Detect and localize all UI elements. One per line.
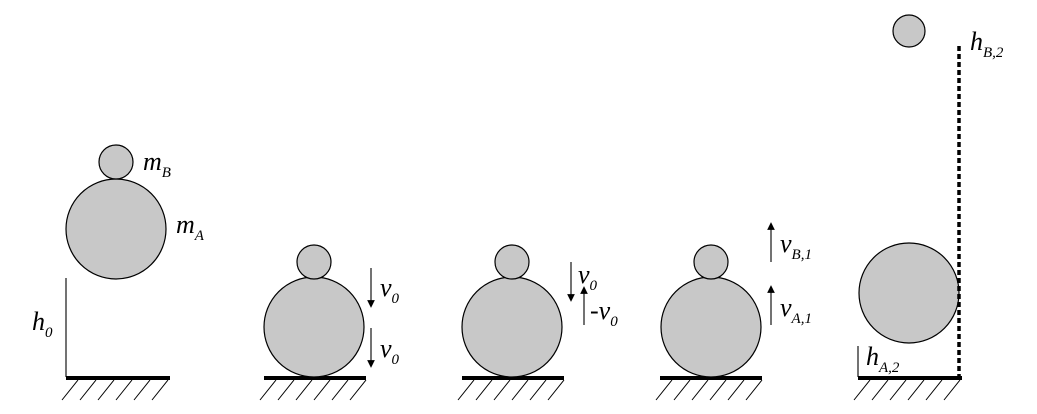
ball-b-5 <box>892 14 926 48</box>
label-va1-4: vA,1 <box>780 293 812 327</box>
ball-a-4 <box>660 276 762 378</box>
label-h0: h0 <box>32 307 53 341</box>
ground-hatch-5 <box>853 379 961 401</box>
ball-a-5 <box>858 242 960 344</box>
label-v0-3: v0 <box>578 260 598 294</box>
label-v0-top-2: v0 <box>380 273 400 307</box>
panel-post-collision: vB,1 vA,1 <box>655 222 812 401</box>
label-minus-v0-3: -v0 <box>590 296 618 330</box>
ground-hatch-1 <box>61 379 169 401</box>
label-v0-bottom-2: v0 <box>380 334 400 368</box>
label-m-a: mA <box>176 210 205 244</box>
label-hb2-5: hB,2 <box>970 27 1004 61</box>
label-vb1-4: vB,1 <box>780 229 812 263</box>
ball-a-1 <box>65 178 167 280</box>
ground-hatch-4 <box>655 379 763 401</box>
panel-final-heights: hB,2 hA,2 <box>853 14 1004 401</box>
ball-b-4 <box>693 244 729 280</box>
ball-a-3 <box>461 276 563 378</box>
panel-rebound: v0 -v0 <box>457 244 618 401</box>
panel-initial-drop: mB mA h0 <box>32 144 205 401</box>
ground-hatch-3 <box>457 379 565 401</box>
ball-b-1 <box>98 144 134 180</box>
label-ha2-5: hA,2 <box>866 342 900 376</box>
ball-a-2 <box>263 276 365 378</box>
ball-b-3 <box>494 244 530 280</box>
label-m-b: mB <box>143 147 171 181</box>
panel-impact: v0 v0 <box>259 244 400 401</box>
ball-b-2 <box>296 244 332 280</box>
ground-hatch-2 <box>259 379 367 401</box>
